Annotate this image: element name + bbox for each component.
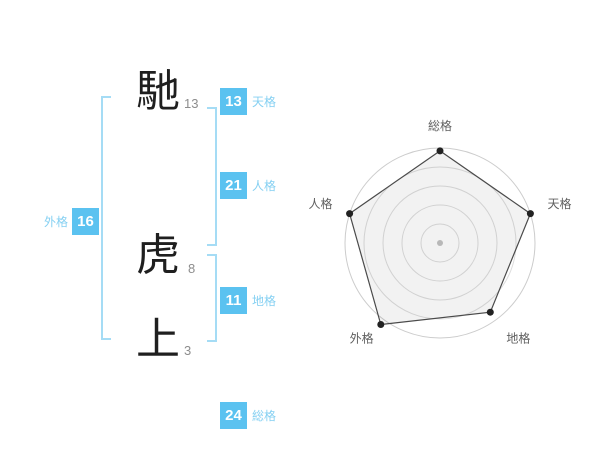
jinkaku-bracket	[207, 107, 217, 246]
radar-chart: 総格天格地格 外格 人格	[300, 112, 580, 368]
jinkaku-value-badge: 21	[220, 172, 247, 199]
radar-axis-label: 外格	[350, 330, 374, 345]
stroke-count-1: 13	[184, 96, 199, 111]
stroke-count-2: 8	[188, 261, 196, 276]
radar-data-polygon	[348, 150, 532, 326]
radar-center-dot	[437, 240, 443, 246]
gaikaku-bracket	[101, 96, 111, 340]
chikaku-bracket	[207, 254, 217, 342]
radar-vertex-dot	[346, 210, 354, 218]
radar-grid-ring	[363, 166, 517, 320]
radar-vertex-dot	[377, 321, 385, 328]
tenkaku-value-badge: 13	[220, 88, 247, 115]
radar-grid-ring	[382, 185, 498, 301]
gaikaku-label: 外格	[44, 215, 69, 229]
name-character-3: 上	[136, 314, 180, 365]
radar-axis-label: 総格	[428, 118, 452, 133]
gaikaku-value-badge: 16	[72, 208, 99, 235]
radar-axis-label: 地格	[506, 330, 530, 345]
jinkaku-label: 人格	[252, 179, 277, 193]
radar-vertex-dot	[526, 210, 534, 218]
radar-axis-label: 人格	[308, 196, 332, 211]
radar-vertex-dot	[486, 308, 494, 316]
radar-vertex-dot	[436, 147, 444, 155]
name-character-1: 馳	[136, 66, 180, 117]
radar-axis-label: 天格	[548, 196, 572, 211]
chikaku-label: 地格	[252, 294, 277, 308]
soukaku-label: 総格	[252, 409, 277, 423]
soukaku-value-badge: 24	[220, 402, 247, 429]
tenkaku-label: 天格	[252, 95, 277, 109]
chikaku-value-badge: 11	[220, 287, 247, 314]
name-character-2: 虎	[136, 230, 180, 281]
radar-grid-ring	[420, 223, 460, 263]
radar-grid-ring	[401, 204, 479, 282]
stroke-count-3: 3	[184, 343, 192, 358]
